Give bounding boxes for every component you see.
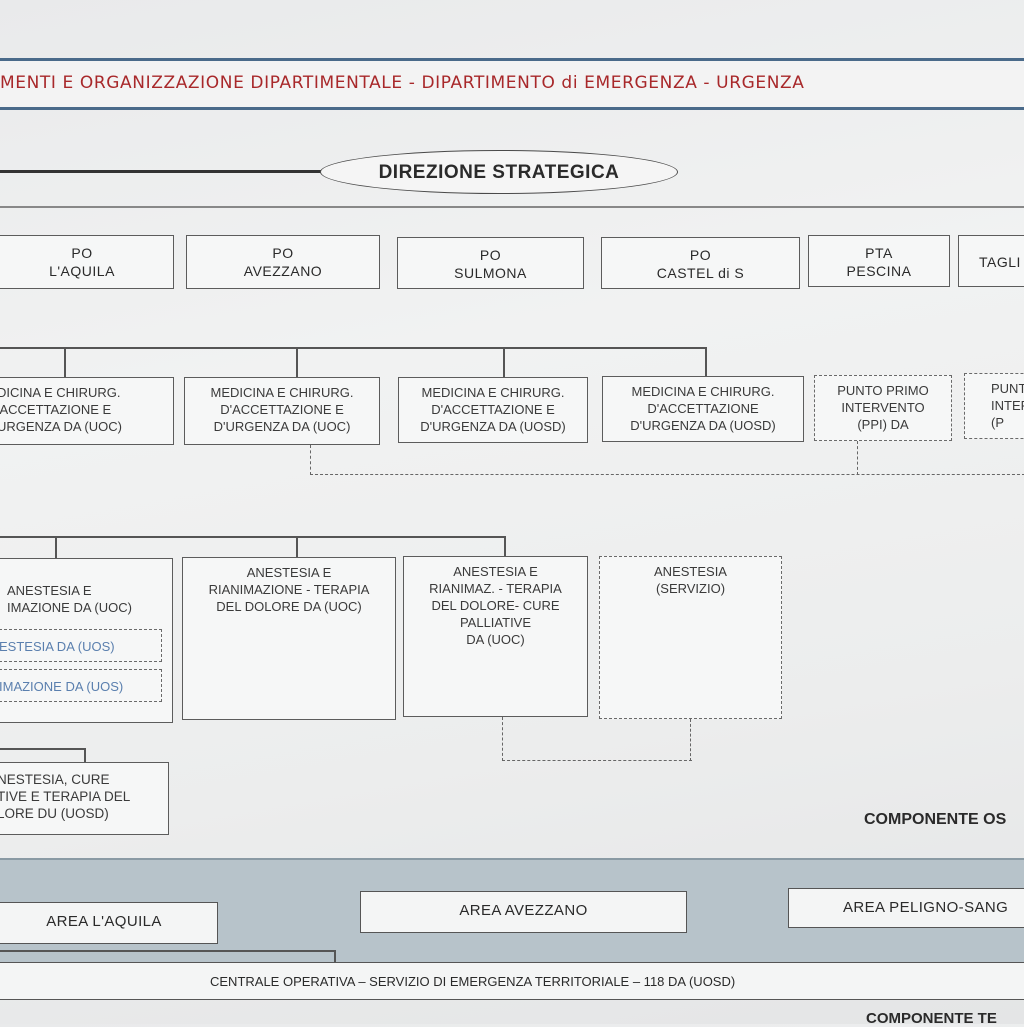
anestesia-avezzano: ANESTESIA E RIANIMAZIONE - TERAPIA DEL D…: [182, 557, 396, 720]
anestesia-link-left: [502, 717, 503, 761]
componente-territoriale-label: COMPONENTE TE: [866, 1010, 997, 1027]
band-edge: [0, 858, 1024, 860]
medicina-bus: [0, 347, 707, 349]
medicina-avezzano: MEDICINA E CHIRURG. D'ACCETTAZIONE E D'U…: [184, 377, 380, 445]
medicina-castel: MEDICINA E CHIRURG. D'ACCETTAZIONE D'URG…: [602, 376, 804, 442]
po-castel: PO CASTEL di S: [601, 237, 800, 289]
anestesia-link-right: [690, 719, 691, 761]
anestesia-link-bottom: [502, 760, 692, 761]
uos-anestesia: ESTESIA DA (UOS): [0, 629, 162, 662]
anestesia-castel: ANESTESIA (SERVIZIO): [599, 556, 782, 719]
centrale-operativa: CENTRALE OPERATIVA – SERVIZIO DI EMERGEN…: [0, 962, 1024, 1000]
uosd-connector-v: [84, 748, 86, 762]
area-laquila-connector-drop: [334, 950, 336, 962]
anestesia-drop-3: [504, 536, 506, 556]
po-sulmona: PO SULMONA: [397, 237, 584, 289]
anestesia-laquila-label: ANESTESIA E IMAZIONE DA (UOC): [7, 583, 132, 615]
header-title: MENTI E ORGANIZZAZIONE DIPARTIMENTALE - …: [0, 73, 805, 93]
uos-rianimazione: IMAZIONE DA (UOS): [0, 669, 162, 702]
section-divider: [0, 206, 1024, 208]
direzione-strategica: DIREZIONE STRATEGICA: [320, 150, 678, 194]
po-laquila: PO L'AQUILA: [0, 235, 174, 289]
ppi-link-drop-right: [857, 441, 858, 475]
area-laquila-connector: [0, 950, 336, 952]
header-band: [0, 58, 1024, 110]
anestesia-uosd: NESTESIA, CURE TIVE E TERAPIA DEL LORE D…: [0, 762, 169, 835]
po-avezzano: PO AVEZZANO: [186, 235, 380, 289]
medicina-drop-2: [296, 347, 298, 377]
componente-ospedaliera-label: COMPONENTE OS: [864, 811, 1007, 828]
pta-pescina: PTA PESCINA: [808, 235, 950, 287]
anestesia-drop-1: [55, 536, 57, 558]
medicina-drop-3: [503, 347, 505, 377]
ppi-link-horizontal: [310, 474, 1024, 475]
anestesia-sulmona: ANESTESIA E RIANIMAZ. - TERAPIA DEL DOLO…: [403, 556, 588, 717]
anestesia-drop-2: [296, 536, 298, 558]
anestesia-bus: [0, 536, 506, 538]
ppi-tagli: PUNT INTERV (P: [964, 373, 1024, 439]
medicina-drop-1: [64, 347, 66, 377]
medicina-sulmona: MEDICINA E CHIRURG. D'ACCETTAZIONE E D'U…: [398, 377, 588, 443]
medicina-drop-4: [705, 347, 707, 377]
ppi-pescina: PUNTO PRIMO INTERVENTO (PPI) DA: [814, 375, 952, 441]
ppi-link-drop-left: [310, 445, 311, 475]
area-peligno: AREA PELIGNO-SANG: [788, 888, 1024, 928]
uosd-connector-h: [0, 748, 86, 750]
po-tagli: TAGLI: [958, 235, 1024, 287]
direzione-connector: [0, 170, 322, 173]
area-laquila: AREA L'AQUILA: [0, 902, 218, 944]
area-avezzano: AREA AVEZZANO: [360, 891, 687, 933]
medicina-laquila: DICINA E CHIRURG. 'ACCETTAZIONE E URGENZ…: [0, 377, 174, 445]
